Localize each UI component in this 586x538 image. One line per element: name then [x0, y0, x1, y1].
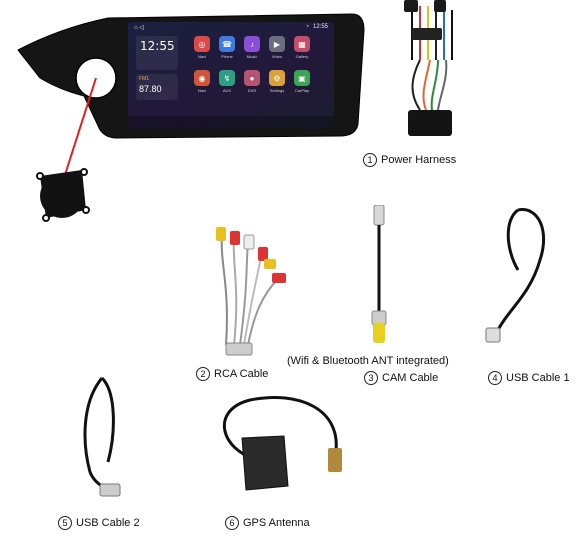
app-label: Phone	[221, 54, 233, 59]
item-label-1: 1 Power Harness	[363, 153, 456, 167]
item-number: 4	[488, 371, 502, 385]
item-number: 5	[58, 516, 72, 530]
usb-cable-2-image	[83, 376, 121, 497]
wifi-icon: ◔	[305, 24, 309, 30]
aux-icon: ↯	[223, 73, 231, 83]
item-name: USB Cable 2	[76, 517, 140, 529]
item-label-4: 4 USB Cable 1	[488, 371, 570, 385]
item-number: 2	[196, 367, 210, 381]
clock-time: 12:55	[140, 39, 175, 53]
gallery-icon: ▦	[298, 39, 306, 49]
app-tile: ⚙	[269, 70, 285, 86]
power-harness-image	[404, 0, 453, 136]
status-bar: ◔ 12:55	[305, 24, 328, 30]
item-name: Power Harness	[381, 154, 457, 166]
app-label: Gallery	[295, 54, 309, 59]
usb-cable-1-image	[485, 208, 546, 343]
item-label-6: 6 GPS Antenna	[225, 516, 310, 530]
app-label: AUX	[222, 88, 232, 93]
map-icon: ◉	[198, 73, 206, 83]
radio-band: FM1	[139, 76, 149, 82]
cam-note: (Wifi & Bluetooth ANT integrated)	[287, 355, 449, 367]
app-tile: ▶	[269, 36, 285, 52]
status-time: 12:55	[312, 24, 328, 30]
item-label-2: 2 RCA Cable	[196, 367, 268, 381]
carplay-icon: ▣	[298, 73, 306, 83]
app-label: Settings	[269, 88, 285, 93]
navigation-icon: ◎	[198, 39, 206, 49]
music-icon: ♪	[250, 39, 254, 49]
app-tile: ●	[244, 70, 260, 86]
clock-widget: 12:55	[136, 36, 178, 70]
app-label: DVR	[247, 88, 257, 93]
item-name: RCA Cable	[214, 368, 269, 380]
app-tile: ▦	[294, 36, 310, 52]
settings-icon: ⚙	[273, 73, 281, 83]
app-tile: ◎	[194, 36, 210, 52]
radio-widget: FM1 87.80	[136, 74, 178, 100]
item-label-3: 3 CAM Cable	[364, 371, 438, 385]
item-name: USB Cable 1	[506, 372, 570, 384]
home-indicator: ⌂ ◁	[134, 25, 144, 31]
phone-icon: ☎	[222, 39, 232, 49]
app-label: Navi	[197, 88, 206, 93]
app-label: Music	[246, 54, 258, 59]
item-number: 6	[225, 516, 239, 530]
item-number: 3	[364, 371, 378, 385]
item-name: GPS Antenna	[243, 517, 310, 529]
head-unit-screen: ⌂ ◁ ◔ 12:55 12:55 FM1 87.80 ◎ Navi ☎ Phone ♪…	[128, 22, 334, 128]
rca-cable-image	[216, 227, 286, 356]
app-tile: ◉	[194, 70, 210, 86]
app-tile: ☎	[219, 36, 235, 52]
video-icon: ▶	[273, 39, 281, 49]
item-name: CAM Cable	[382, 372, 439, 384]
dvr-icon: ●	[249, 73, 255, 83]
item-number: 1	[363, 153, 377, 167]
app-tile: ▣	[294, 70, 310, 86]
app-label: Video	[271, 54, 283, 59]
app-tile: ↯	[219, 70, 235, 86]
app-tile: ♪	[244, 36, 260, 52]
dock-bar	[128, 116, 334, 128]
item-label-5: 5 USB Cable 2	[58, 516, 140, 530]
app-label: Navi	[197, 54, 206, 59]
radio-frequency: 87.80	[139, 84, 162, 94]
cam-cable-image	[371, 205, 387, 343]
app-label: CarPlay	[294, 88, 310, 93]
volume-knob	[36, 168, 90, 222]
gps-antenna-image	[222, 395, 342, 491]
